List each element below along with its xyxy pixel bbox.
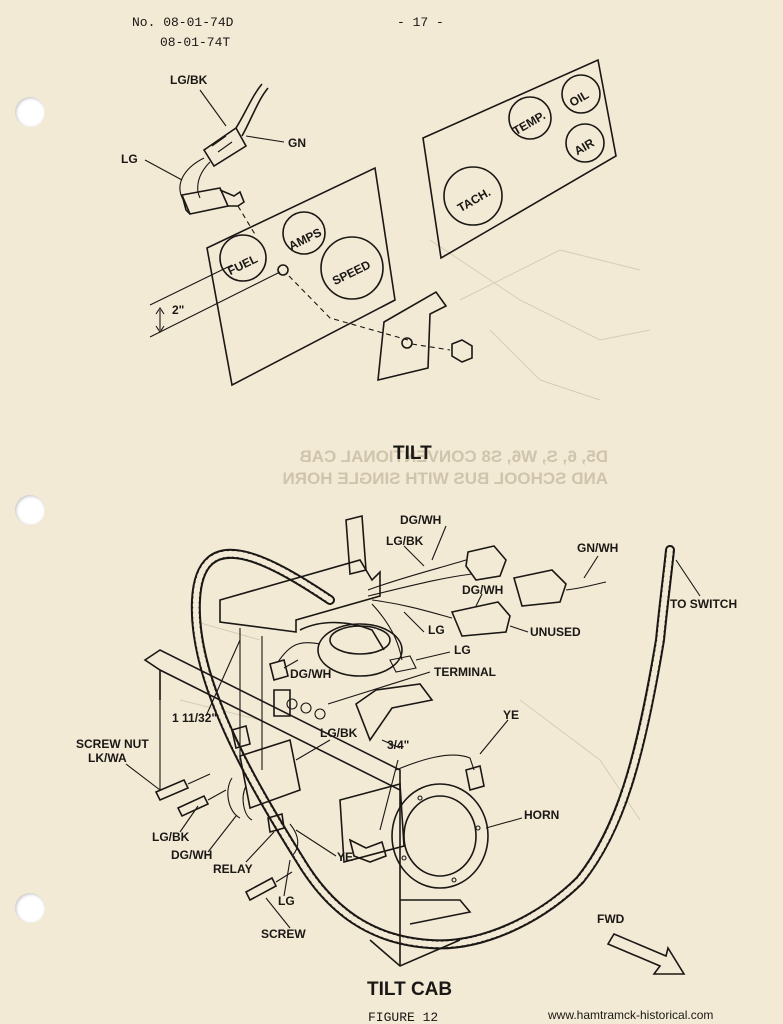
- bottom-figure-title: TILT CAB: [367, 979, 452, 1000]
- label-unused: UNUSED: [530, 625, 581, 639]
- watermark: www.hamtramck-historical.com: [547, 1008, 713, 1022]
- right-instrument-panel: [422, 58, 617, 260]
- label-fwd: FWD: [597, 912, 625, 926]
- doc-number-2: 08-01-74T: [160, 35, 230, 50]
- fwd-arrow: [606, 932, 686, 975]
- label-dg-wh-low: DG/WH: [171, 848, 212, 862]
- label-lg: LG: [121, 152, 138, 166]
- bleed-through: D5, 6, S, W6, S8 CONVENTIONAL CAB AND SC…: [282, 447, 608, 488]
- doc-number-1: No. 08-01-74D: [132, 15, 234, 30]
- wire-lg: [179, 157, 205, 205]
- wire-harness: [190, 545, 675, 950]
- horn-tab: [355, 683, 434, 742]
- label-2in: 2": [172, 303, 184, 317]
- dimension-2in-lines: [149, 264, 281, 338]
- label-lg-bk-mid: LG/BK: [320, 726, 358, 740]
- label-gn: GN: [288, 136, 306, 150]
- wire-harness-top: [241, 87, 269, 137]
- mounting-bracket: [377, 290, 448, 382]
- screw-bottom: [244, 871, 293, 902]
- label-gn-wh: GN/WH: [577, 541, 618, 555]
- gauge-amps: AMPS: [282, 211, 326, 255]
- label-ye-low: YE: [337, 850, 353, 864]
- label-relay: RELAY: [213, 862, 253, 876]
- panel-hole: [277, 264, 289, 276]
- gauge-speed-label: SPEED: [330, 257, 373, 288]
- wires-bundle: [367, 559, 473, 661]
- label-lg-bk: LG/BK: [170, 73, 208, 87]
- upper-bracket: [219, 559, 381, 633]
- connector-ye: [465, 764, 485, 792]
- connector-gn-wh: [512, 569, 567, 607]
- gauge-fuel: FUEL: [219, 234, 267, 282]
- label-dg-wh-left: DG/WH: [290, 667, 331, 681]
- gauge-tach-label: TACH.: [455, 185, 493, 215]
- gauge-oil-label: OIL: [567, 88, 591, 110]
- gauge-speed: SPEED: [320, 236, 384, 300]
- gauge-tach: TACH.: [443, 166, 503, 226]
- screw-left: [176, 789, 227, 818]
- left-instrument-panel: [206, 166, 396, 387]
- gauge-air-label: AIR: [572, 136, 597, 159]
- page-number: - 17 -: [397, 15, 444, 30]
- toggle-switch: [180, 126, 248, 215]
- label-horn: HORN: [524, 808, 559, 822]
- bleed-lines: [429, 239, 651, 401]
- label-ye-top: YE: [503, 708, 519, 722]
- label-lk-wa: LK/WA: [88, 751, 127, 765]
- gauge-fuel-label: FUEL: [225, 252, 259, 278]
- connector-unused: [450, 601, 511, 637]
- label-terminal: TERMINAL: [434, 665, 496, 679]
- top-figure-title: TILT: [393, 443, 432, 464]
- label-3-4: 3/4": [387, 738, 409, 752]
- bleed-lines-lower: [179, 619, 641, 821]
- frame-rail: [143, 649, 401, 792]
- terminal-connector: [269, 659, 289, 681]
- gauge-oil: OIL: [561, 74, 601, 114]
- hex-nut: [451, 339, 473, 363]
- horn-mount-boss: [317, 623, 403, 677]
- label-lg-low: LG: [278, 894, 295, 908]
- label-lg-1: LG: [428, 623, 445, 637]
- horn: [339, 782, 489, 889]
- label-to-switch: TO SWITCH: [670, 597, 737, 611]
- label-lg-bk-left: LG/BK: [152, 830, 190, 844]
- binder-hole-bottom: [15, 893, 45, 923]
- bleed-text-line2: AND SCHOOL BUS WITH SINGLE HORN: [282, 469, 608, 488]
- gauge-temp: TEMP.: [508, 96, 552, 140]
- relay: [239, 738, 301, 810]
- screw-nut-lkwa: [154, 773, 211, 802]
- label-dg-wh-top: DG/WH: [400, 513, 441, 527]
- gauge-temp-label: TEMP.: [510, 108, 547, 138]
- label-dg-wh-mid: DG/WH: [462, 583, 503, 597]
- label-1-11-32: 1 11/32": [172, 711, 217, 725]
- figure-caption: FIGURE 12: [368, 1010, 438, 1024]
- label-lg-2: LG: [454, 643, 471, 657]
- label-screw-nut: SCREW NUT: [76, 737, 149, 751]
- binder-hole-top: [15, 97, 45, 127]
- label-screw: SCREW: [261, 927, 306, 941]
- relay-bracket: [231, 724, 251, 750]
- label-lg-bk-top: LG/BK: [386, 534, 424, 548]
- gauge-air: AIR: [565, 123, 605, 163]
- bleed-text-line1: D5, 6, S, W6, S8 CONVENTIONAL CAB: [299, 447, 608, 466]
- binder-hole-middle: [15, 495, 45, 525]
- connector-dg-wh: [465, 545, 507, 581]
